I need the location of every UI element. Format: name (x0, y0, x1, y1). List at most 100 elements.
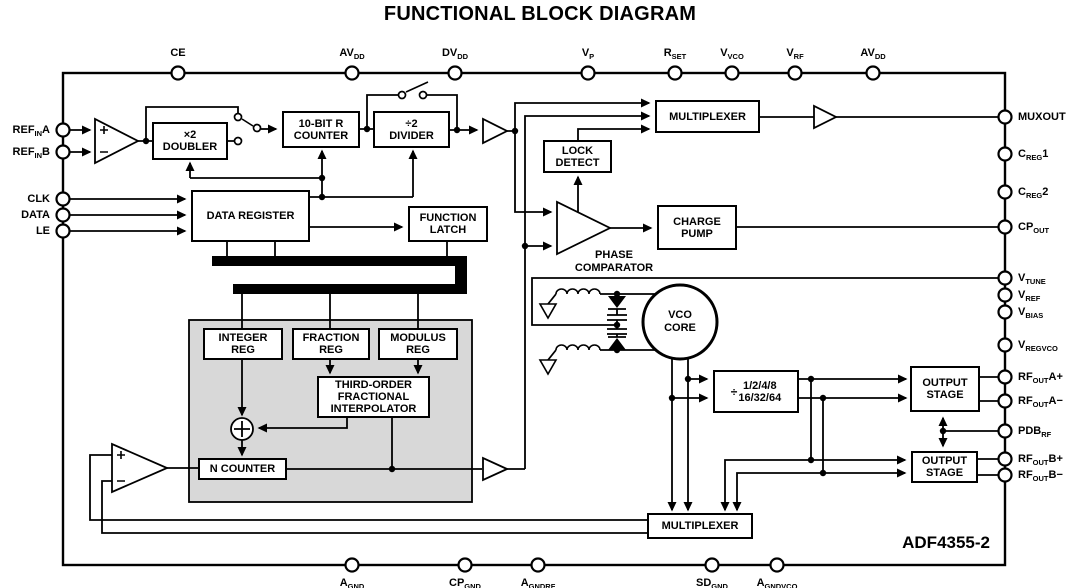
inductor-top (555, 288, 601, 295)
block-label-line: DIVIDER (389, 129, 434, 142)
pin-circle-cpout (997, 219, 1013, 235)
inductor-bottom (555, 344, 601, 351)
pin-label-agnd: AGND (339, 577, 365, 588)
vco-core-label-line2: CORE (664, 321, 696, 334)
pin-label-ce: CE (170, 47, 186, 59)
pin-label-dvdd: DVDD (441, 47, 469, 61)
page-title: FUNCTIONAL BLOCK DIAGRAM (383, 3, 697, 25)
block-label-line: DATA REGISTER (206, 210, 295, 222)
block-label-line: OUTPUT (921, 455, 968, 467)
pin-label-agndvco: AGNDVCO (756, 577, 798, 588)
amps-and-buffers (94, 104, 839, 494)
pin-circle-muxout (997, 109, 1013, 125)
pin-label-rfout-a-minus: RFOUTA− (1018, 395, 1063, 409)
pin-circle-data (55, 207, 71, 223)
pin-circle-rfout-a-minus (997, 393, 1013, 409)
pin-circle-vref (997, 287, 1013, 303)
pin-label-vvco: VVCO (720, 47, 744, 61)
vco-core-label: VCO CORE (645, 309, 715, 334)
pin-label-vregvco: VREGVCO (1018, 339, 1058, 353)
ref-buffer (482, 117, 510, 145)
block-label-line: 1/2/4/8 (742, 379, 777, 392)
summing-node (230, 417, 254, 441)
block-label-line: LATCH (429, 224, 467, 236)
ground-symbol-top (538, 303, 558, 320)
n-counter-buffer (482, 456, 510, 482)
pin-label-rfout-a-plus: RFOUTA+ (1018, 371, 1063, 385)
pin-label-agndrf: AGNDRF (520, 577, 556, 588)
data-bus (212, 256, 467, 294)
pin-circle-vp (580, 65, 596, 81)
chip-name: ADF4355-2 (902, 533, 990, 552)
block-label-line: STAGE (926, 389, 964, 401)
block-multiplexer-bottom: MULTIPLEXER (647, 513, 753, 539)
pin-label-data: DATA (21, 209, 50, 221)
capacitor-plates (607, 314, 627, 335)
block-label-line: N COUNTER (209, 463, 276, 475)
pin-circle-rset (667, 65, 683, 81)
block-data-register: DATA REGISTER (191, 190, 310, 242)
pin-label-rset: RSET (663, 47, 687, 61)
pin-label-vbias: VBIAS (1018, 306, 1044, 320)
pin-circle-refin-a (55, 122, 71, 138)
block-label-line: CHARGE (673, 215, 721, 228)
pin-label-avdd-1: AVDD (339, 47, 365, 61)
phase-comparator-label: PHASE COMPARATOR (553, 249, 675, 275)
block-label-line: ÷2 (405, 117, 418, 130)
pin-label-vp: VP (581, 47, 595, 61)
pin-label-refin-a: REFINA (12, 124, 50, 138)
block-label-line: REG (406, 344, 430, 356)
pin-circle-rfout-b-minus (997, 467, 1013, 483)
pin-circle-cpgnd (457, 557, 473, 573)
phase-comparator-label-line1: PHASE (595, 249, 633, 261)
block-label-line: THIRD-ORDER (334, 379, 412, 391)
pin-circle-vtune (997, 270, 1013, 286)
pin-label-creg1: CREG1 (1018, 148, 1049, 162)
block-label-line: COUNTER (293, 129, 349, 142)
pin-label-vref: VREF (1018, 289, 1041, 303)
varactor-diode-bottom (608, 338, 626, 350)
block-label-line: REG (319, 344, 343, 356)
pin-circle-vregvco (997, 337, 1013, 353)
pin-circle-rfout-b-plus (997, 451, 1013, 467)
pin-circle-avdd-1 (344, 65, 360, 81)
block-label-line: MODULUS (390, 332, 446, 344)
block-label-line: INTEGER (218, 332, 268, 344)
pin-circle-creg1 (997, 146, 1013, 162)
block-label-line: DETECT (555, 156, 600, 169)
phase-comparator-label-line2: COMPARATOR (574, 262, 654, 274)
pin-label-vrf: VRF (786, 47, 804, 61)
pin-label-refin-b: REFINB (12, 146, 50, 160)
pin-circle-vrf (787, 65, 803, 81)
pin-circle-vbias (997, 304, 1013, 320)
block-label-line: OUTPUT (922, 377, 968, 389)
vco-tank (538, 288, 627, 376)
block-label-line: MULTIPLEXER (661, 520, 739, 532)
junction-dots (142, 125, 947, 477)
block-n-counter: N COUNTER (198, 458, 287, 480)
pin-label-pdb-rf: PDBRF (1018, 425, 1052, 439)
pin-circle-clk (55, 191, 71, 207)
block-label-line: PUMP (681, 227, 713, 240)
pin-circle-vvco (724, 65, 740, 81)
pin-label-cpgnd: CPGND (449, 577, 481, 588)
ground-symbol-bottom (538, 359, 558, 376)
pin-circle-agndvco (769, 557, 785, 573)
block-label-line: 10-BIT R (298, 117, 344, 130)
pin-circle-agndrf (530, 557, 546, 573)
pin-circle-agnd (344, 557, 360, 573)
block-label-line: FRACTIONAL (337, 391, 410, 403)
pin-label-cpout: CPOUT (1018, 221, 1050, 235)
pin-label-le: LE (35, 225, 50, 237)
vco-core-circle (641, 283, 719, 361)
pin-circles (55, 65, 1013, 573)
